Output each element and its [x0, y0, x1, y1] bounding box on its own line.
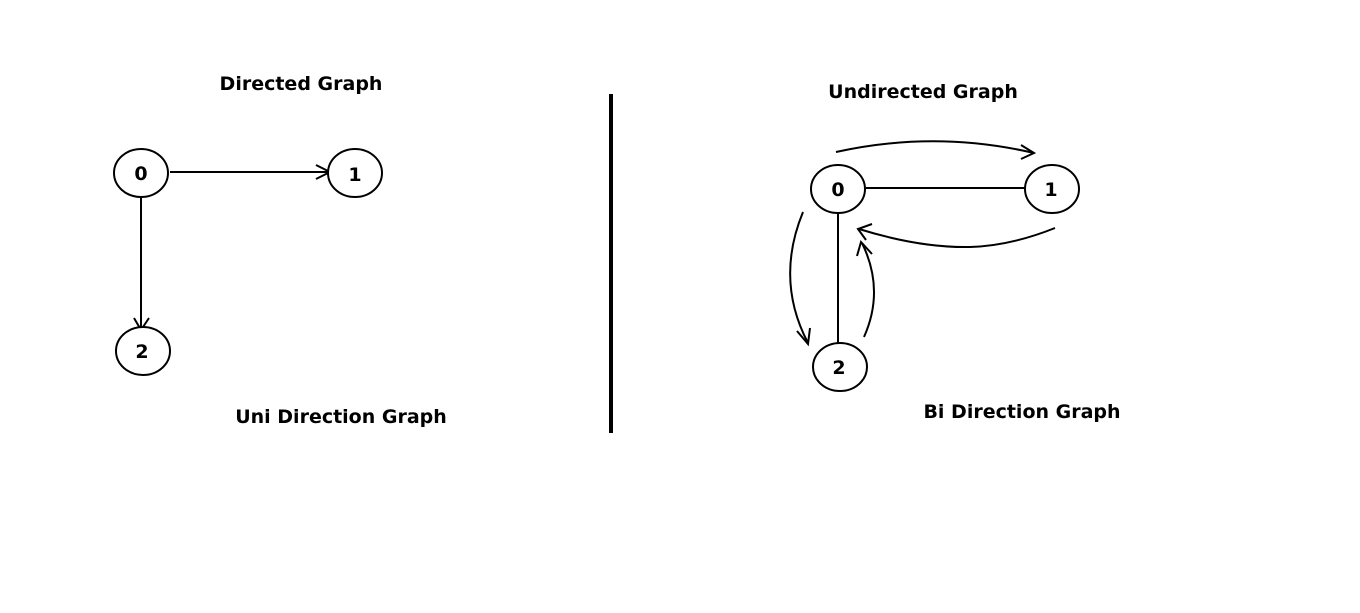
direction-arrow-0-1 [835, 140, 1035, 154]
node-label: 0 [134, 163, 147, 185]
node-label: 1 [348, 164, 361, 186]
node-label: 2 [135, 341, 148, 363]
node-label: 1 [1044, 179, 1057, 201]
undirected-graph-title: Undirected Graph [828, 81, 1018, 103]
arrowhead-1-0-icon [856, 223, 873, 241]
direction-arrow-1-0 [858, 227, 1056, 249]
directed-node-0: 0 [113, 148, 169, 198]
node-label: 2 [832, 357, 845, 379]
arrowhead-0-2-icon [796, 327, 811, 347]
node-label: 0 [831, 179, 844, 201]
directed-node-2: 2 [115, 326, 171, 376]
directed-graph-title: Directed Graph [220, 73, 383, 95]
undirected-node-0: 0 [810, 164, 866, 214]
direction-arrow-0-2 [789, 211, 809, 344]
uni-direction-caption: Uni Direction Graph [235, 406, 447, 428]
directed-graph-panel: Directed Graph 0 1 2 Uni Direction Graph [113, 73, 447, 428]
arrowhead-0-1-icon [1020, 144, 1037, 160]
direction-arrow-2-0 [861, 242, 875, 338]
directed-node-1: 1 [327, 148, 383, 198]
bi-direction-caption: Bi Direction Graph [923, 401, 1120, 423]
undirected-node-1: 1 [1024, 164, 1080, 214]
arrowhead-2-0-icon [856, 240, 873, 257]
undirected-node-2: 2 [812, 342, 868, 392]
undirected-graph-panel: Undirected Graph 0 1 2 Bi Direction [789, 81, 1121, 423]
